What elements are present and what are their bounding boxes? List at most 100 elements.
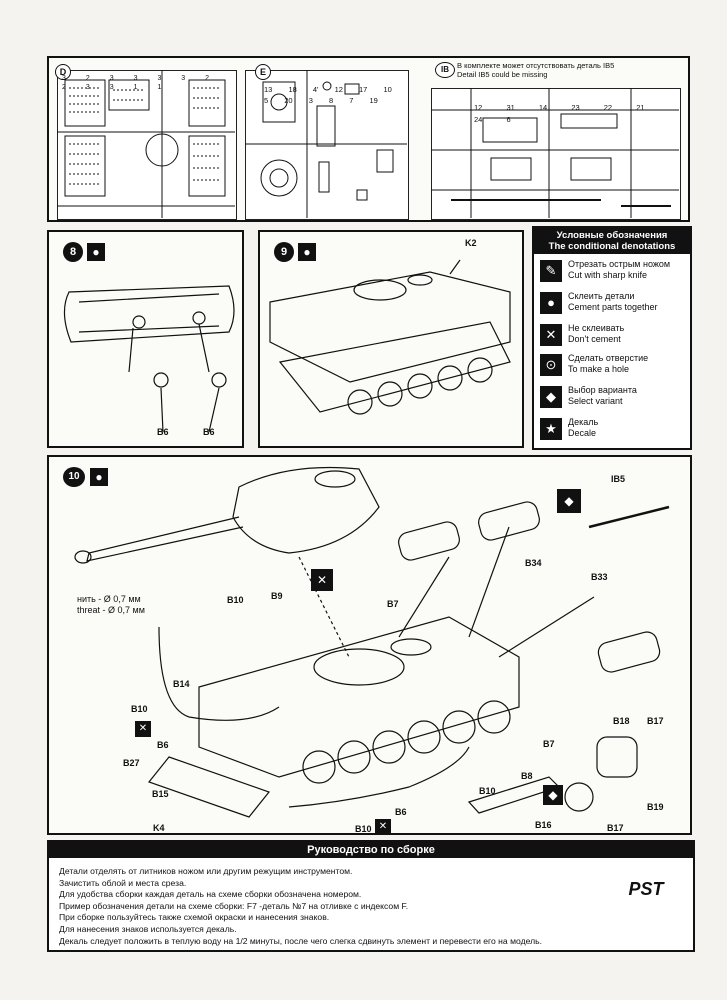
no-cement-icon: ✕ — [540, 324, 562, 346]
legend-item-no-cement: ✕ Не склеивать Don't cement — [540, 322, 690, 350]
label-b18: B18 — [613, 716, 630, 726]
step-10-number: 10 — [63, 467, 85, 487]
thread-note: нить - Ø 0,7 мм threat - Ø 0,7 мм — [77, 594, 145, 616]
step-10-drawing — [74, 466, 670, 818]
legend-variant-ru: Выбор варианта — [568, 385, 637, 395]
step-9-drawing — [269, 259, 511, 415]
drop-icon: ● — [298, 243, 316, 261]
assembly-guide: Руководство по сборке Детали отделять от… — [47, 840, 695, 952]
sprue-ib-drawing — [431, 88, 679, 218]
label-ib5: IB5 — [611, 474, 626, 484]
sprue-panel: D — [47, 56, 690, 222]
step-8-label-b6-left: B6 — [157, 427, 169, 437]
sprue-d-badge: D — [55, 64, 71, 80]
label-b17-top: B17 — [647, 716, 664, 726]
variant-icon: ◆ — [557, 489, 581, 513]
legend-cut-en: Cut with sharp knife — [568, 270, 648, 280]
step-9-number: 9 — [274, 242, 294, 262]
sprue-d-drawing — [57, 70, 235, 218]
step-8-label-b6-right: B6 — [203, 427, 215, 437]
ib5-note-ru: В комплекте может отсутствовать деталь I… — [457, 61, 615, 70]
label-b15: B15 — [152, 789, 169, 799]
knife-icon: ✎ — [540, 260, 562, 282]
legend-no-cement-en: Don't cement — [568, 334, 621, 344]
assembly-line: Для нанесения знаков используется декаль… — [59, 923, 237, 934]
label-k4: K4 — [153, 823, 165, 833]
label-b34: B34 — [525, 558, 542, 568]
variant-icon: ◆ — [543, 785, 563, 805]
assembly-text: Детали отделять от литников ножом или др… — [59, 866, 619, 947]
legend-decal-ru: Декаль — [568, 417, 599, 427]
label-b10-bottom: B10 — [479, 786, 496, 796]
label-b7-top: B7 — [387, 599, 399, 609]
step-9-label-k2: K2 — [465, 238, 477, 248]
sprue-ib-badge: IB — [435, 62, 455, 78]
pst-logo: PST — [628, 879, 664, 899]
step-8-drawing — [63, 285, 235, 433]
assembly-line: Декаль следует положить в теплую воду на… — [59, 935, 542, 946]
step-9-panel: 9 ● K2 — [258, 230, 524, 448]
legend-title-ru: Условные обозначения — [556, 230, 668, 241]
drill-icon: ⊙ — [540, 354, 562, 376]
label-b33: B33 — [591, 572, 608, 582]
legend-no-cement-ru: Не склеивать — [568, 323, 625, 333]
legend-item-variant: ◆ Выбор варианта Select variant — [540, 384, 690, 412]
ib5-note-en: Detail IB5 could be missing — [457, 70, 548, 79]
label-b7-right: B7 — [543, 739, 555, 749]
sprue-ib-numbers: 12 31 14 23 22 21 24 6 — [474, 103, 645, 124]
drop-icon: ● — [540, 292, 562, 314]
label-b10-left: B10 — [131, 704, 148, 714]
legend-cut-ru: Отрезать острым ножом — [568, 259, 671, 269]
hull-outline — [198, 616, 520, 778]
thread-note-en: threat - Ø 0,7 мм — [77, 605, 145, 615]
legend-box: Условные обозначения The conditional den… — [532, 226, 692, 450]
label-b19: B19 — [647, 802, 664, 812]
legend-item-hole: ⊙ Сделать отверстие To make a hole — [540, 352, 690, 380]
legend-item-cement: ● Склеить детали Cement parts together — [540, 290, 690, 318]
sprue-d-numbers: 3 2 3 3 3 3 2 2 3 3 1 1 — [62, 75, 210, 91]
legend-hole-ru: Сделать отверстие — [568, 353, 649, 363]
step-8-panel: 8 ● B6 B6 — [47, 230, 244, 448]
turret-outline — [232, 466, 380, 554]
no-cement-icon: ✕ — [311, 569, 333, 591]
assembly-line: При сборке пользуйтесь также схемой окра… — [59, 912, 330, 923]
label-b10-bottom-left: B10 — [355, 824, 372, 834]
label-b8: B8 — [521, 771, 533, 781]
label-b27: B27 — [123, 758, 140, 768]
legend-hole-en: To make a hole — [568, 364, 630, 374]
drop-icon: ● — [90, 468, 108, 486]
variant-icon: ◆ — [540, 386, 562, 408]
assembly-line: Пример обозначения детали на схеме сборк… — [59, 900, 409, 911]
assembly-title: Руководство по сборке — [49, 842, 693, 858]
gun-barrel — [86, 516, 244, 562]
thread-note-ru: нить - Ø 0,7 мм — [77, 594, 141, 604]
legend-header: Условные обозначения The conditional den… — [534, 228, 690, 254]
drop-icon: ● — [87, 243, 105, 261]
legend-item-decal: ★ Декаль Decale — [540, 416, 690, 444]
decal-icon: ★ — [540, 418, 562, 440]
legend-variant-en: Select variant — [568, 396, 623, 406]
label-b9: B9 — [271, 591, 283, 601]
label-b16: B16 — [535, 820, 552, 830]
legend-cement-ru: Склеить детали — [568, 291, 635, 301]
label-b17-bottom: B17 — [607, 823, 624, 833]
no-cement-icon: ✕ — [135, 721, 151, 737]
assembly-line: Зачистить облой и места среза. — [59, 877, 187, 888]
ib5-note: В комплекте может отсутствовать деталь I… — [457, 61, 614, 79]
step-10-panel: 10 ● — [47, 455, 692, 835]
legend-decal-en: Decale — [568, 428, 597, 438]
sprue-e-drawing — [245, 70, 407, 218]
assembly-line: Детали отделять от литников ножом или др… — [59, 866, 353, 876]
legend-item-cut: ✎ Отрезать острым ножом Cut with sharp k… — [540, 258, 690, 286]
track-link-group — [57, 70, 235, 218]
sprue-e-numbers: 13 18 4' 12 17 10 5 20 3 8 7 19 — [264, 85, 392, 105]
no-cement-icon: ✕ — [375, 819, 391, 835]
legend-title-en: The conditional denotations — [548, 241, 676, 252]
step-8-number: 8 — [63, 242, 83, 262]
label-b6-left: B6 — [157, 740, 169, 750]
legend-cement-en: Cement parts together — [568, 302, 658, 312]
label-b14: B14 — [173, 679, 190, 689]
label-b10-top: B10 — [227, 595, 244, 605]
assembly-line: Для удобства сборки каждая деталь на схе… — [59, 889, 362, 900]
label-b6-bottom: B6 — [395, 807, 407, 817]
